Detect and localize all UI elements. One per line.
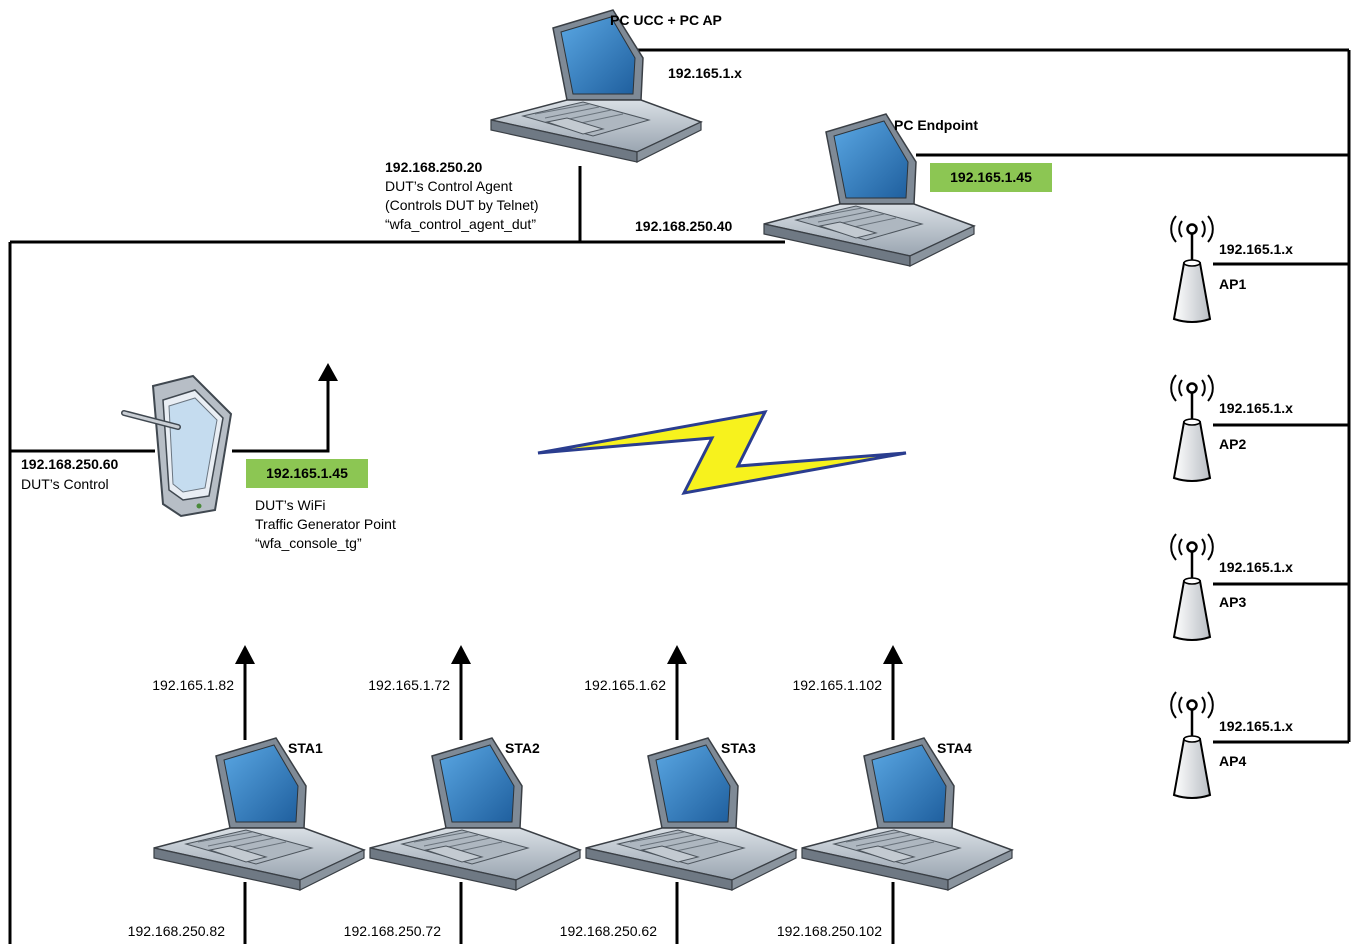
dut-wifi-ip: 192.165.1.45 <box>266 465 348 481</box>
ap-ip: 192.165.1.x <box>1219 241 1293 257</box>
pc-ucc-control-ip: 192.168.250.20 <box>385 159 483 175</box>
station-wifi-ip: 192.165.1.82 <box>152 677 234 693</box>
station-laptop-icon <box>801 737 1013 891</box>
dut-wifi-desc-2: Traffic Generator Point <box>255 516 396 532</box>
station-name: STA1 <box>288 740 323 756</box>
dut-wifi-ip-highlight <box>246 459 368 488</box>
wireless-link-bolt-icon <box>537 409 907 496</box>
station-wifi-ip: 192.165.1.102 <box>792 677 882 693</box>
station-name: STA2 <box>505 740 540 756</box>
ap-4: 192.165.1.x AP4 <box>1169 690 1293 800</box>
pc-ucc-ap-ip: 192.165.1.x <box>668 65 742 81</box>
station-laptop-icon <box>153 737 365 891</box>
pc-ucc-desc-2: (Controls DUT by Telnet) <box>385 197 539 213</box>
station-control-ip: 192.168.250.82 <box>128 923 226 939</box>
wifi-direction-arrows <box>232 363 903 740</box>
ap-1: 192.165.1.x AP1 <box>1169 214 1293 324</box>
pc-endpoint-ip-highlight <box>930 163 1052 192</box>
ap-name: AP3 <box>1219 594 1246 610</box>
access-point-icon <box>1169 373 1215 483</box>
ap-name: AP4 <box>1219 753 1246 769</box>
station-control-ip: 192.168.250.72 <box>344 923 442 939</box>
pc-ucc-desc-1: DUT’s Control Agent <box>385 178 512 194</box>
ap-3: 192.165.1.x AP3 <box>1169 532 1293 642</box>
station-control-ip: 192.168.250.62 <box>560 923 658 939</box>
pc-endpoint-title: PC Endpoint <box>894 117 978 133</box>
pc-ucc-title: PC UCC + PC AP <box>610 12 722 28</box>
dut-wifi-desc-3: “wfa_console_tg” <box>255 535 362 551</box>
pc-ucc-laptop-icon <box>490 9 702 163</box>
access-point-icon <box>1169 532 1215 642</box>
stylus-icon <box>121 410 181 430</box>
station-name: STA4 <box>937 740 972 756</box>
station-3: STA3 192.165.1.62 192.168.250.62 <box>560 677 797 939</box>
access-point-icon <box>1169 690 1215 800</box>
station-1: STA1 192.165.1.82 192.168.250.82 <box>128 677 365 939</box>
control-network-lines <box>8 166 895 944</box>
dut-control-ip: 192.168.250.60 <box>21 456 119 472</box>
station-wifi-ip: 192.165.1.62 <box>584 677 666 693</box>
ap-network-lines <box>636 48 1351 744</box>
station-2: STA2 192.165.1.72 192.168.250.72 <box>344 677 581 939</box>
ap-ip: 192.165.1.x <box>1219 400 1293 416</box>
dut-tablet-icon <box>152 375 232 517</box>
ap-name: AP1 <box>1219 276 1246 292</box>
station-wifi-ip: 192.165.1.72 <box>368 677 450 693</box>
ap-ip: 192.165.1.x <box>1219 559 1293 575</box>
ap-2: 192.165.1.x AP2 <box>1169 373 1293 483</box>
station-4: STA4 192.165.1.102 192.168.250.102 <box>777 677 1013 939</box>
pc-ucc-desc-3: “wfa_control_agent_dut” <box>385 216 536 232</box>
station-laptop-icon <box>369 737 581 891</box>
dut-control-label: DUT’s Control <box>21 476 109 492</box>
pc-endpoint-wifi-ip: 192.165.1.45 <box>950 169 1032 185</box>
pc-endpoint-control-ip: 192.168.250.40 <box>635 218 733 234</box>
ap-name: AP2 <box>1219 436 1246 452</box>
access-point-icon <box>1169 214 1215 324</box>
station-control-ip: 192.168.250.102 <box>777 923 882 939</box>
ap-ip: 192.165.1.x <box>1219 718 1293 734</box>
station-laptop-icon <box>585 737 797 891</box>
dut-wifi-desc-1: DUT’s WiFi <box>255 497 326 513</box>
station-name: STA3 <box>721 740 756 756</box>
